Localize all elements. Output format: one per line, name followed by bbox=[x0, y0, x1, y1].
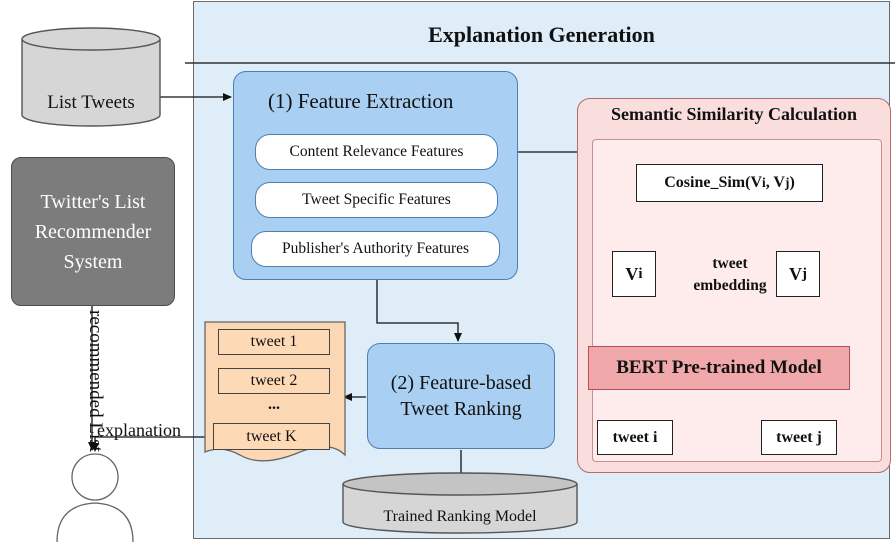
panel-title: Explanation Generation bbox=[428, 22, 655, 47]
tweet-j-box: tweet j bbox=[761, 420, 837, 455]
list-tweets-database-icon bbox=[21, 27, 161, 127]
cosine-text: Cosine_Sim(V bbox=[664, 174, 763, 191]
ranked-tweet: tweet 2 bbox=[218, 368, 330, 394]
ranked-tweet-ellipsis: ... bbox=[268, 396, 280, 413]
tweet-embedding-label: tweet embedding bbox=[693, 255, 767, 294]
tweet-i-box: tweet i bbox=[597, 420, 673, 455]
vi-text: V bbox=[625, 263, 639, 284]
recommender-line-1: Twitter's List bbox=[40, 190, 146, 213]
ranking-line-1: (2) Feature-based bbox=[390, 372, 532, 394]
feature-based-ranking-box: (2) Feature-based Tweet Ranking bbox=[367, 343, 555, 449]
recommender-line-3: System bbox=[63, 250, 123, 273]
ranking-line-2: Tweet Ranking bbox=[400, 398, 522, 420]
semantic-similarity-title: Semantic Similarity Calculation bbox=[611, 104, 857, 124]
trained-model-label: Trained Ranking Model bbox=[383, 508, 537, 525]
ranked-tweet: tweet K bbox=[213, 423, 330, 450]
recommender-system-box: Twitter's List Recommender System bbox=[11, 157, 175, 306]
cosine-sub-j: j bbox=[784, 175, 790, 190]
content-relevance-features: Content Relevance Features bbox=[255, 134, 498, 170]
cosine-comma: , V bbox=[765, 174, 785, 191]
vj-sub: j bbox=[802, 265, 807, 282]
cosine-sub-i: i bbox=[762, 175, 766, 190]
cosine-close: ) bbox=[789, 174, 795, 191]
publisher-authority-features: Publisher's Authority Features bbox=[251, 231, 500, 267]
vj-text: V bbox=[789, 263, 802, 284]
list-tweets-label: List Tweets bbox=[47, 92, 135, 113]
trained-model-database-icon bbox=[342, 472, 578, 534]
recommended-list-label: recommended List bbox=[85, 310, 106, 452]
user-icon bbox=[56, 453, 134, 542]
explanation-label: explanation bbox=[97, 420, 181, 440]
feature-extraction-title: (1) Feature Extraction bbox=[268, 89, 454, 113]
recommender-line-2: Recommender bbox=[34, 220, 152, 243]
arrow-extraction-to-ranking bbox=[376, 280, 462, 342]
tweet-specific-features: Tweet Specific Features bbox=[255, 182, 498, 218]
ranked-tweet: tweet 1 bbox=[218, 329, 330, 355]
bert-model-box: BERT Pre-trained Model bbox=[588, 346, 850, 390]
vi-sub: i bbox=[638, 265, 643, 282]
